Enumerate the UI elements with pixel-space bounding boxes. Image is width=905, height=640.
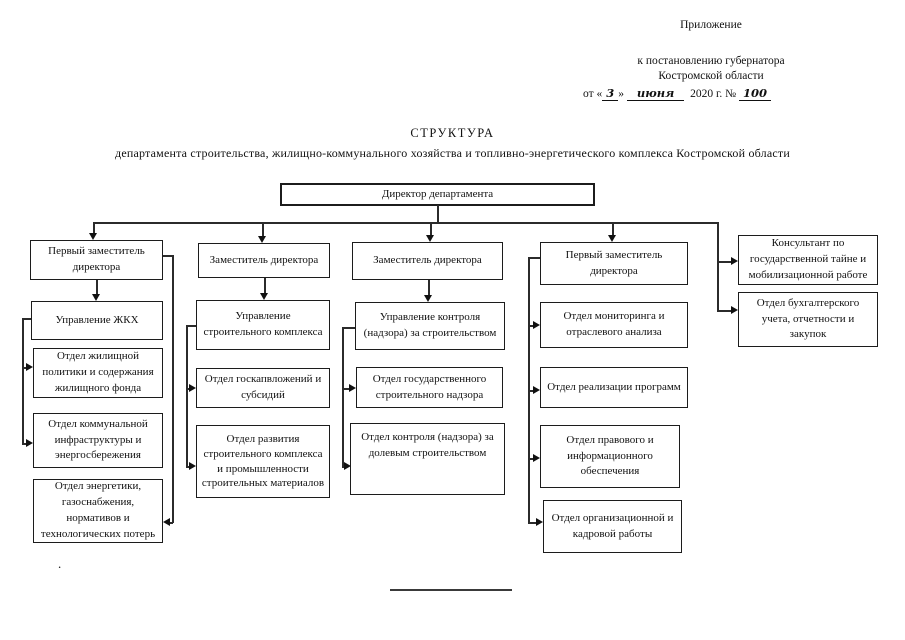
org-box-state-construction-supervision-dept: Отдел государственного строительного над… bbox=[356, 367, 503, 408]
connector-col1-sideline bbox=[22, 318, 24, 444]
date-month-handwritten: июня bbox=[626, 86, 685, 102]
org-box-state-secret-consultant: Консультант по государственной тайне и м… bbox=[738, 235, 878, 285]
org-box-energy-dept: Отдел энергетики, газоснабжения, нормати… bbox=[33, 479, 163, 543]
appendix-label: Приложение bbox=[680, 19, 742, 31]
footer-rule bbox=[390, 589, 512, 591]
connector-col1-right-stub bbox=[163, 255, 173, 257]
arrowhead-col3-dept1 bbox=[349, 384, 356, 392]
org-box-deputy-3: Заместитель директора bbox=[352, 242, 503, 280]
connector-col2-head-unit bbox=[264, 278, 266, 293]
arrowhead-col3-unit bbox=[424, 295, 432, 302]
org-box-state-investments-dept: Отдел госкапвложений и субсидий bbox=[196, 368, 330, 408]
org-box-program-implementation-dept: Отдел реализации программ bbox=[540, 367, 688, 408]
connector-drop-col3 bbox=[430, 222, 432, 235]
connector-col3-sideline bbox=[342, 327, 344, 467]
date-day-handwritten: 3 bbox=[602, 86, 619, 102]
connector-col4-dept2 bbox=[528, 390, 534, 392]
doc-number-handwritten: 100 bbox=[738, 86, 771, 102]
date-prefix: от « bbox=[583, 88, 603, 101]
connector-col1-dept2 bbox=[22, 443, 27, 445]
chart-title: СТРУКТУРА bbox=[410, 126, 495, 140]
connector-col1-stub bbox=[22, 318, 31, 320]
connector-col3-dept1 bbox=[342, 388, 350, 390]
connector-col3-head-unit bbox=[428, 280, 430, 295]
org-box-first-deputy-right: Первый заместитель директора bbox=[540, 242, 688, 285]
arrowhead-col2 bbox=[258, 236, 266, 243]
connector-right-branch bbox=[717, 222, 719, 311]
org-box-construction-complex-management: Управление строительного комплекса bbox=[196, 300, 330, 350]
arrowhead-col4-dept2 bbox=[533, 386, 540, 394]
connector-col2-dept2 bbox=[186, 466, 190, 468]
org-box-housing-policy-dept: Отдел жилищной политики и содержания жил… bbox=[33, 348, 163, 398]
connector-to-accounting bbox=[717, 310, 731, 312]
arrowhead-consultant bbox=[731, 257, 738, 265]
org-box-housing-management: Управление ЖКХ bbox=[31, 301, 163, 340]
header-line2: к постановлению губернатора bbox=[637, 55, 785, 68]
org-box-shared-construction-control-dept: Отдел контроля (надзора) за долевым стро… bbox=[350, 423, 505, 495]
arrowhead-col2-dept1 bbox=[189, 384, 196, 392]
stray-period: . bbox=[58, 556, 62, 571]
org-box-accounting-dept: Отдел бухгалтерского учета, отчетности и… bbox=[738, 292, 878, 347]
connector-col1-dept3 bbox=[169, 522, 173, 524]
connector-col1-right-sideline bbox=[172, 255, 174, 523]
connector-drop-col2 bbox=[262, 222, 264, 236]
connector-col2-stub bbox=[186, 325, 196, 327]
header-line3: Костромской области bbox=[658, 69, 764, 82]
connector-to-consultant bbox=[717, 261, 731, 263]
org-box-deputy-2: Заместитель директора bbox=[198, 243, 330, 278]
arrowhead-col1 bbox=[89, 233, 97, 240]
arrowhead-col1-dept2 bbox=[26, 439, 33, 447]
arrowhead-col4 bbox=[608, 235, 616, 242]
header-dateline: от «3» июня 2020 г. № 100 bbox=[583, 86, 827, 102]
connector-col1-head-unit bbox=[96, 280, 98, 295]
arrowhead-col2-unit bbox=[260, 293, 268, 300]
connector-col3-dept2 bbox=[342, 466, 345, 468]
connector-col3-stub bbox=[342, 327, 355, 329]
connector-col2-sideline bbox=[186, 325, 188, 467]
connector-col1-dept1 bbox=[22, 367, 27, 369]
arrowhead-col2-dept2 bbox=[189, 462, 196, 470]
connector-main-horizontal bbox=[93, 222, 717, 224]
connector-director-trunk bbox=[437, 205, 439, 223]
org-box-construction-control-management: Управление контроля (надзора) за строите… bbox=[355, 302, 505, 350]
connector-drop-col4 bbox=[612, 222, 614, 235]
connector-drop-col1 bbox=[93, 222, 95, 234]
date-year: 2020 г. № bbox=[690, 88, 737, 101]
arrowhead-col1-dept3 bbox=[163, 518, 170, 526]
org-box-monitoring-dept: Отдел мониторинга и отраслевого анализа bbox=[540, 302, 688, 348]
chart-subtitle: департамента строительства, жилищно-комм… bbox=[115, 146, 790, 160]
arrowhead-col3-dept2 bbox=[344, 462, 351, 470]
arrowhead-col3 bbox=[426, 235, 434, 242]
arrowhead-col4-dept1 bbox=[533, 321, 540, 329]
org-box-legal-information-dept: Отдел правового и информационного обеспе… bbox=[540, 425, 680, 488]
arrowhead-col1-unit bbox=[92, 294, 100, 301]
org-box-communal-infrastructure-dept: Отдел коммунальной инфраструктуры и энер… bbox=[33, 413, 163, 468]
org-box-first-deputy-left: Первый заместитель директора bbox=[30, 240, 163, 280]
org-box-organizational-hr-dept: Отдел организационной и кадровой работы bbox=[543, 500, 682, 553]
connector-col4-stub bbox=[528, 257, 540, 259]
arrowhead-col4-dept4 bbox=[536, 518, 543, 526]
document-header: Приложение к постановлению губернатора К… bbox=[583, 18, 827, 102]
arrowhead-accounting bbox=[731, 306, 738, 314]
arrowhead-col4-dept3 bbox=[533, 454, 540, 462]
connector-col2-dept1 bbox=[186, 388, 190, 390]
connector-col4-dept4 bbox=[528, 522, 537, 524]
connector-col4-dept3 bbox=[528, 458, 534, 460]
date-close-quote: » bbox=[618, 88, 625, 101]
connector-col4-dept1 bbox=[528, 325, 534, 327]
arrowhead-col1-dept1 bbox=[26, 363, 33, 371]
org-box-director: Директор департамента bbox=[280, 183, 595, 206]
org-box-construction-development-dept: Отдел развития строительного комплекса и… bbox=[196, 425, 330, 498]
